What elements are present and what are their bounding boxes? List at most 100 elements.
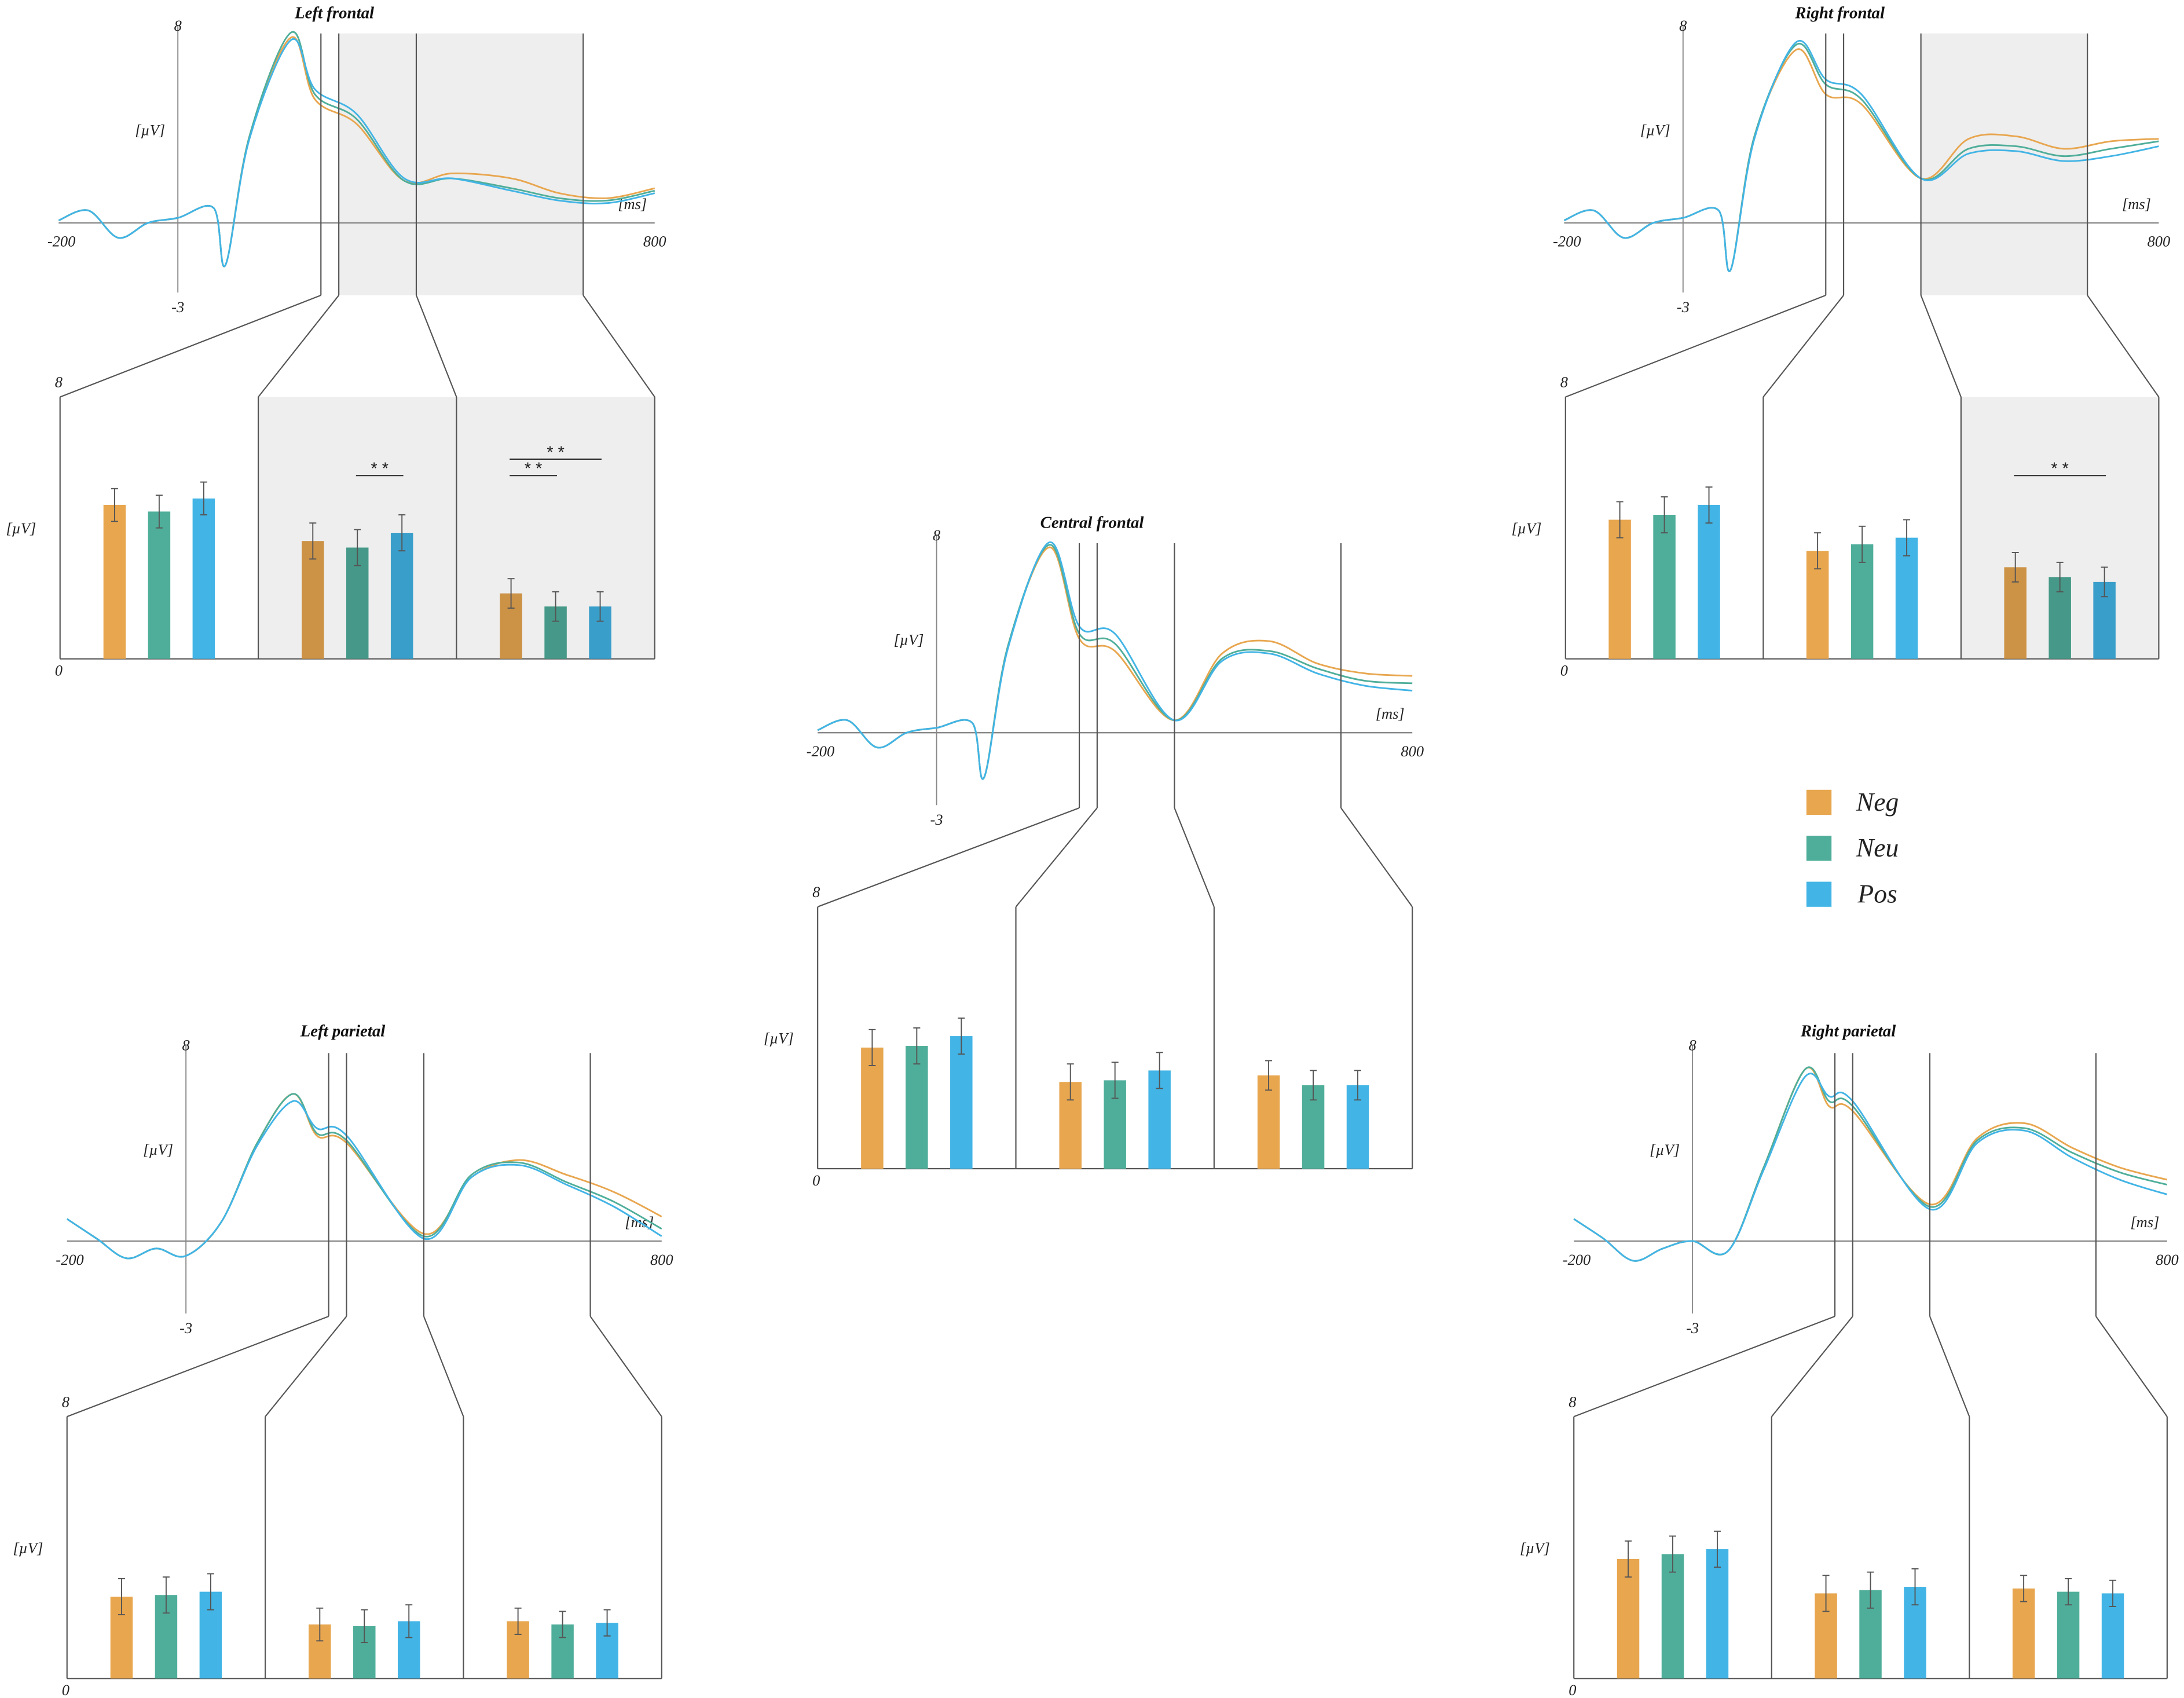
bar-neu xyxy=(2057,1591,2080,1679)
bar-y-axis-label: [µV] xyxy=(1511,519,1541,537)
window-connector xyxy=(2095,1316,2168,1417)
window-connector xyxy=(589,1316,662,1417)
bar-pos xyxy=(1895,537,1918,659)
bar-y-tick-label: 0 xyxy=(62,1681,69,1698)
legend-swatch-pos xyxy=(1806,881,1832,907)
bar-neg xyxy=(861,1047,884,1169)
window-connector xyxy=(2087,295,2160,398)
bar-neu xyxy=(1661,1554,1684,1679)
bar-pos xyxy=(1698,505,1720,659)
bar-pos xyxy=(1706,1549,1729,1679)
legend-label-neg: Neg xyxy=(1856,787,1899,817)
window-shade xyxy=(339,33,416,295)
bar-neg xyxy=(2012,1588,2035,1679)
significance-marker: * * xyxy=(371,460,388,478)
y-tick-label: -3 xyxy=(1686,1319,1699,1337)
y-tick-label: 8 xyxy=(1679,17,1687,34)
x-tick-label: 800 xyxy=(650,1251,673,1268)
bar-y-tick-label: 0 xyxy=(812,1172,820,1189)
y-axis-label: [µV] xyxy=(1640,121,1670,138)
window-connector xyxy=(1565,294,1826,398)
window-connector xyxy=(1771,1316,1853,1417)
bar-y-axis-label: [µV] xyxy=(6,519,36,537)
window-connector xyxy=(817,807,1080,907)
y-tick-label: 8 xyxy=(182,1037,190,1054)
window-connector xyxy=(1762,295,1844,398)
bar-y-tick-label: 8 xyxy=(55,374,63,391)
x-axis-label: [ms] xyxy=(2122,195,2151,213)
y-axis-label: [µV] xyxy=(143,1141,173,1158)
bar-y-tick-label: 0 xyxy=(1560,662,1568,679)
y-tick-label: -3 xyxy=(930,811,943,828)
x-axis-label: [ms] xyxy=(2130,1213,2159,1231)
window-connector xyxy=(1573,1315,1835,1418)
bar-neg xyxy=(1257,1075,1280,1169)
legend-label-neu: Neu xyxy=(1856,833,1899,862)
bar-y-tick-label: 0 xyxy=(55,662,63,679)
bar-y-tick-label: 8 xyxy=(812,883,820,901)
panel-title: Left parietal xyxy=(300,1022,386,1041)
window-connector xyxy=(60,294,321,398)
erp-curve-neu xyxy=(1573,1066,2168,1262)
x-tick-label: 800 xyxy=(2148,233,2171,250)
x-tick-label: 800 xyxy=(1401,742,1424,760)
window-shade xyxy=(416,33,584,295)
window-connector xyxy=(67,1315,329,1418)
window-shade xyxy=(1921,33,2088,295)
y-axis-label: [µV] xyxy=(893,631,924,649)
significance-marker: * * xyxy=(2051,460,2068,478)
x-axis-label: [ms] xyxy=(1376,705,1405,722)
x-tick-label: -200 xyxy=(1553,233,1581,250)
bar-y-axis-label: [µV] xyxy=(13,1539,43,1557)
erp-curve-pos xyxy=(58,38,655,268)
panel-title: Right frontal xyxy=(1794,3,1885,22)
bar-y-axis-label: [µV] xyxy=(764,1030,794,1047)
bar-neg xyxy=(103,505,126,659)
bar-neg xyxy=(1617,1559,1640,1679)
x-tick-label: -200 xyxy=(1563,1251,1591,1268)
window-connector xyxy=(423,1316,464,1417)
x-tick-label: -200 xyxy=(47,233,75,250)
bar-y-tick-label: 8 xyxy=(1560,374,1568,391)
y-tick-label: -3 xyxy=(171,298,184,316)
bar-y-axis-label: [µV] xyxy=(1520,1539,1550,1557)
window-connector xyxy=(1929,1316,1970,1417)
y-axis-label: [µV] xyxy=(1650,1141,1680,1158)
window-connector xyxy=(258,295,339,398)
x-tick-label: -200 xyxy=(807,742,834,760)
erp-curve-neg xyxy=(66,1093,662,1260)
y-tick-label: 8 xyxy=(174,17,182,34)
legend-label-pos: Pos xyxy=(1857,879,1897,909)
bar-pos xyxy=(950,1036,973,1169)
x-tick-label: -200 xyxy=(56,1251,83,1268)
erp-curve-pos xyxy=(1563,40,2159,272)
bar-y-tick-label: 0 xyxy=(1569,1681,1576,1698)
bar-neu xyxy=(1850,544,1874,659)
bar-neu xyxy=(148,511,171,659)
y-tick-label: -3 xyxy=(179,1319,192,1337)
y-tick-label: 8 xyxy=(933,526,940,544)
panel-title: Right parietal xyxy=(1800,1022,1896,1041)
legend-swatch-neu xyxy=(1806,836,1832,861)
legend-swatch-neg xyxy=(1806,789,1832,815)
window-connector xyxy=(415,295,457,397)
window-connector xyxy=(1920,295,1962,397)
window-connector xyxy=(265,1316,347,1417)
erp-curve-neu xyxy=(817,544,1413,780)
bar-neg xyxy=(302,541,324,659)
erp-curve-neg xyxy=(817,546,1413,780)
x-tick-label: 800 xyxy=(643,233,666,250)
window-connector xyxy=(1174,807,1215,907)
y-tick-label: -3 xyxy=(1677,298,1690,316)
panel-title: Left frontal xyxy=(294,3,374,22)
bar-y-tick-label: 8 xyxy=(1569,1393,1576,1410)
significance-marker: * * xyxy=(547,443,564,462)
bar-neu xyxy=(906,1046,928,1169)
bar-pos xyxy=(192,498,215,659)
